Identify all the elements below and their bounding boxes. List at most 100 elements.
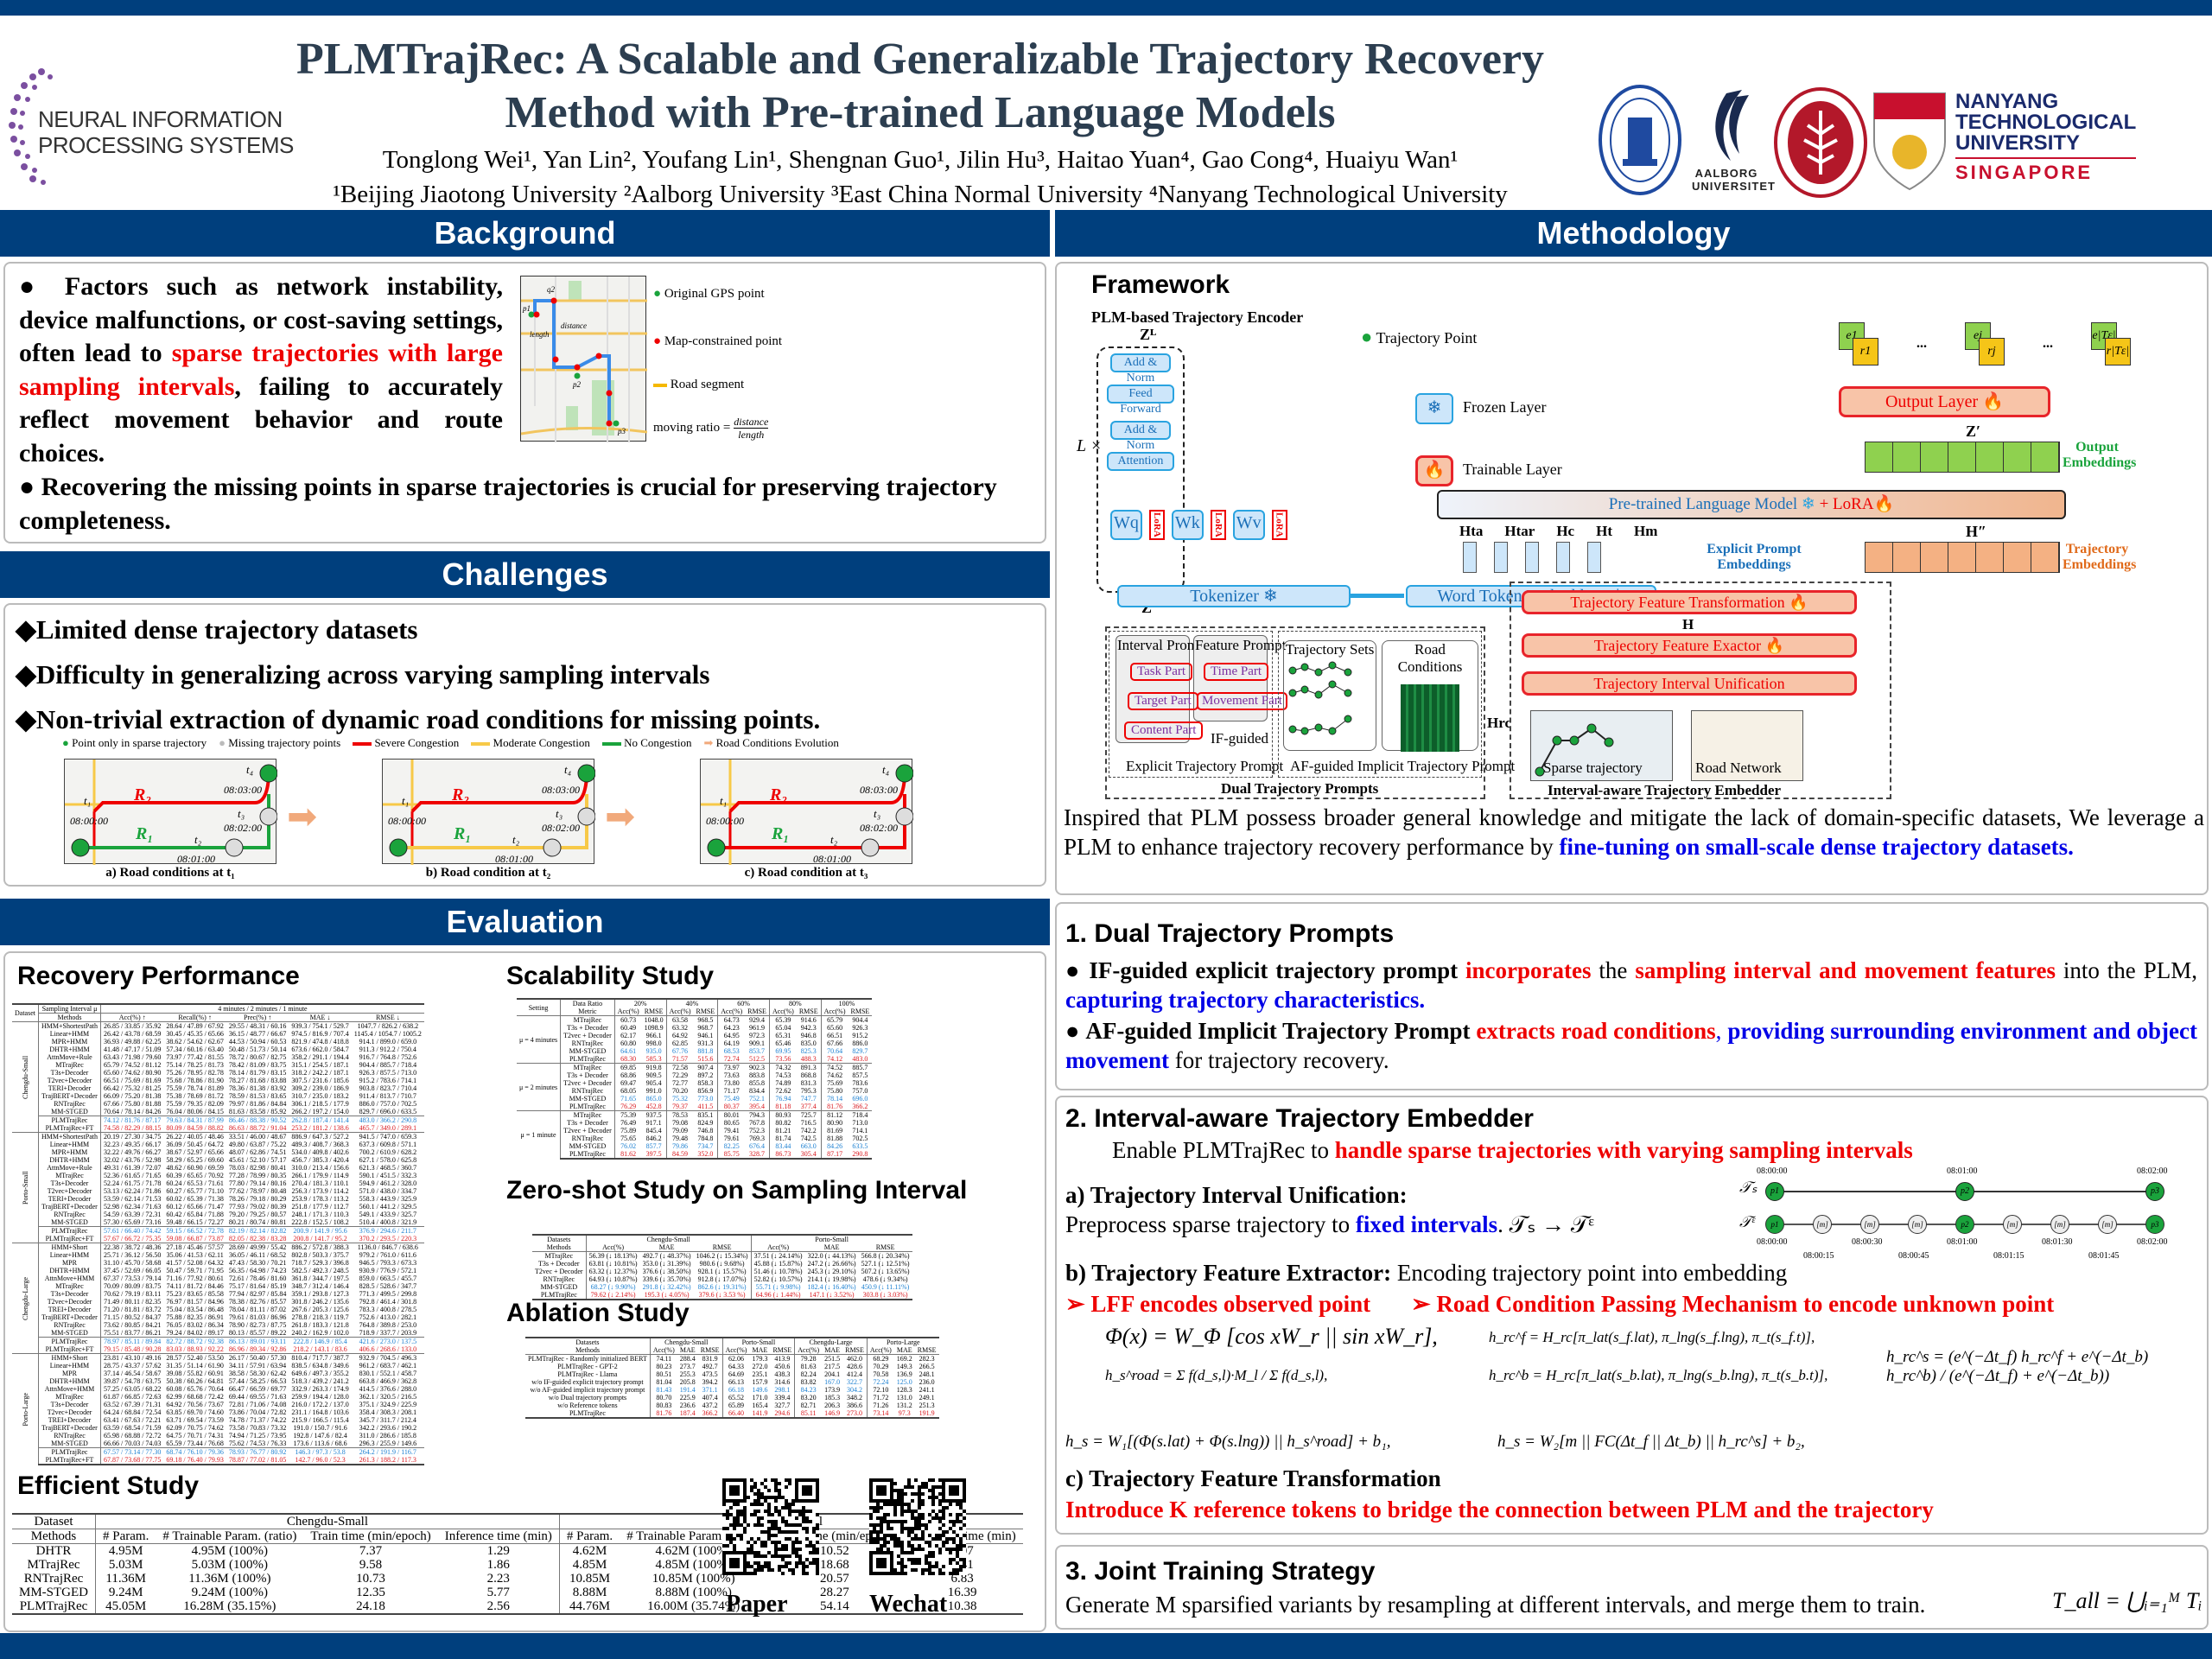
table-cell: MM-STGED [38, 1329, 101, 1338]
table-cell: 60.02 / 65.39 / 71.38 [166, 1195, 224, 1203]
table-cell: 81.62 [613, 1150, 642, 1160]
table-cell: 377.4 [800, 1103, 817, 1110]
table-cell: 16.00M (35.74%) [620, 1599, 768, 1615]
table-cell: 248.1 / 171.3 / 110.3 [291, 1211, 349, 1218]
ntu-line3: UNIVERSITY [1955, 131, 2081, 155]
table-cell: 70.20 [665, 1087, 694, 1095]
methodology-header: Methodology [1055, 210, 2212, 257]
table-cell: 310.0 / 213.4 / 156.6 [291, 1164, 349, 1172]
table-cell: 60.24 / 65.53 / 71.61 [166, 1179, 224, 1187]
table-cell: 71.57 [665, 1055, 694, 1064]
table-cell: 266.2 / 197.2 / 154.0 [291, 1108, 349, 1116]
red-dot-icon: ● [653, 334, 662, 348]
challenge-item-3: ◆Non-trivial extraction of dynamic road … [16, 704, 821, 734]
panel-label-t1: t₁ [720, 794, 728, 807]
table-cell: 66.42 / 75.32 / 81.25 [99, 1084, 164, 1092]
table-cell: 361.8 / 344.7 / 197.5 [291, 1274, 349, 1282]
table-cell: 904.4 / 885.7 / 718.4 [359, 1061, 417, 1069]
table-cell: 9.58 [359, 1558, 383, 1572]
table-cell: 72.10 [866, 1386, 894, 1394]
table-cell: 79.86 [665, 1142, 694, 1150]
dataset-label: Chengdu-Small [12, 1021, 39, 1133]
prompt-embedding-cell [1463, 542, 1477, 573]
table-cell: 968.7 [697, 1024, 714, 1032]
table-cell: 65.52 [721, 1394, 750, 1402]
table-cell: 86.73 [768, 1150, 797, 1160]
te-time: 08:01:00 [1947, 1237, 1978, 1247]
table-cell: 80.90 [820, 1119, 849, 1127]
table-cell: 696.0 [852, 1095, 868, 1103]
table-header: MAE [752, 1346, 768, 1354]
table-header: RMSE [644, 1007, 664, 1015]
table-cell: 185.3 [824, 1394, 841, 1402]
lff-heading: ➢ LFF encodes observed point [1065, 1291, 1371, 1317]
map-label-p3: p3 [617, 427, 626, 435]
table-cell: 10.73 [356, 1572, 385, 1586]
table-cell: 266.5 [918, 1363, 935, 1370]
table-cell: 76.05 / 83.02 / 86.34 [166, 1321, 224, 1329]
table-cell: 972.3 [749, 1032, 766, 1039]
paper-qr-code[interactable] [722, 1478, 819, 1575]
table-cell: 69.85 [613, 1063, 642, 1071]
table-cell: 773.0 [697, 1095, 714, 1103]
table-cell: 74.94 / 71.25 / 73.95 [228, 1432, 287, 1440]
table-cell: 909.5 [645, 1071, 662, 1079]
table-cell: 857.7 [645, 1142, 662, 1150]
panel-label-t1: t₁ [402, 794, 410, 807]
table-header: Chengdu-Small [649, 1337, 723, 1346]
fire-icon: 🔥 [1789, 594, 1808, 611]
table-header: Train time (min/epoch) [303, 1529, 438, 1544]
table-cell: 58.29 / 65.25 / 69.60 [166, 1156, 224, 1164]
table-cell: 75.62 / 74.53 / 76.33 [228, 1440, 287, 1447]
table-cell: MTrajRec [560, 1015, 615, 1024]
table-cell: 71.72 [866, 1394, 894, 1402]
table-cell: 78.27 / 81.68 / 83.88 [228, 1077, 287, 1084]
background-header: Background [0, 210, 1050, 257]
table-cell: 83.20 [794, 1394, 823, 1402]
table-cell: 627.1 / 578.0 / 625.8 [359, 1156, 417, 1164]
table-cell: 309.2 / 239.0 / 186.9 [291, 1084, 349, 1092]
legend-gps-label: Original GPS point [664, 287, 765, 301]
table-cell: 492.7 (↓ 48.37%) [639, 1251, 694, 1260]
panel-label-r2: R₂ [134, 785, 152, 804]
table-cell: 386.6 [847, 1402, 862, 1409]
ts-time: 08:00:00 [1757, 1166, 1788, 1176]
table-cell: 264.2 / 191.9 / 116.7 [351, 1447, 424, 1456]
te-time: 08:01:45 [2088, 1251, 2120, 1261]
table-cell: 752.3 [749, 1127, 766, 1135]
table-cell: 231.1 / 164.8 / 103.6 [291, 1408, 349, 1416]
table-cell: AttnMove+Rule [38, 1053, 101, 1061]
joint-title: 3. Joint Training Strategy [1065, 1557, 1376, 1586]
table-cell: 41.57 / 52.08 / 64.32 [166, 1259, 224, 1267]
table-cell: MM-STGED [560, 1095, 615, 1103]
table-cell: 67.37 / 73.53 / 79.14 [99, 1274, 164, 1282]
table-cell: 868.8 [800, 1071, 817, 1079]
table-cell: 32.23 / 49.35 / 66.17 [99, 1141, 164, 1148]
table-cell: 63.59 / 68.54 / 71.59 [99, 1424, 164, 1432]
table-cell: 512.5 [749, 1055, 766, 1063]
table-cell: w/o Dual trajectory prompts [548, 1394, 627, 1402]
trainable-label: Trainable Layer [1463, 461, 1562, 478]
ntu-line4: SINGAPORE [1955, 157, 2137, 183]
table-cell: 84.59 [665, 1150, 694, 1160]
bullet2-text: Recovering the missing points in sparse … [19, 473, 997, 535]
table-cell: 125.0 [896, 1378, 912, 1386]
wechat-qr-code[interactable] [869, 1478, 966, 1575]
table-cell: 70.64 [820, 1047, 849, 1055]
table-cell: PLMTrajRec [38, 1447, 101, 1456]
ntu-line2: TECHNOLOGICAL [1955, 111, 2137, 134]
table-cell: 928.1 (↓ 15.57%) [697, 1268, 747, 1275]
road-condition-tensor [1401, 684, 1459, 752]
table-cell: 4.85M [558, 1558, 620, 1572]
table-cell: MTrajRec [27, 1558, 80, 1572]
table-cell: 66.51 / 75.69 / 81.69 [99, 1077, 164, 1084]
